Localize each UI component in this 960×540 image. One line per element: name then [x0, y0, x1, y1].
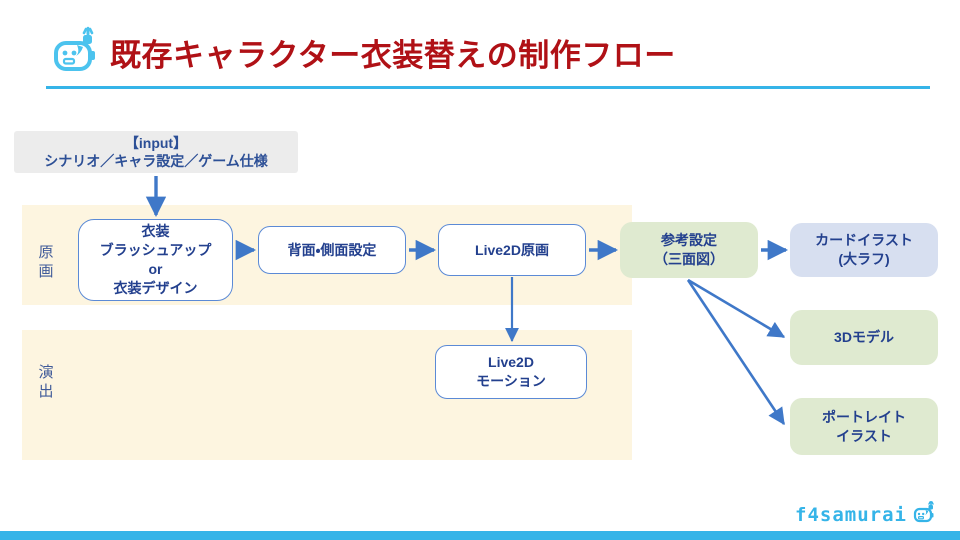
page-title: 既存キャラクター衣装替えの制作フロー	[110, 38, 676, 73]
arrow-reference-to-3d-model	[687, 278, 786, 339]
footer-logo-text: f4samurai	[795, 504, 907, 526]
node-costume-brushup[interactable]: 衣装 ブラッシュアップ or 衣装デザイン	[78, 219, 233, 301]
node-line-1: 3Dモデル	[834, 329, 894, 345]
node-3d-model[interactable]: 3Dモデル	[790, 310, 938, 365]
node-line-2: イラスト	[836, 427, 892, 444]
swimlane-label-genga: 原画	[38, 244, 54, 280]
node-line-2: モーション	[476, 373, 546, 389]
swimlane-label-enshutsu: 演出	[38, 364, 54, 400]
input-chip: 【input】 シナリオ／キャラ設定／ゲーム仕様	[14, 131, 298, 173]
node-line-2: (大ラフ)	[838, 251, 890, 267]
input-chip-line1: 【input】	[124, 134, 188, 151]
input-chip-line2: シナリオ／キャラ設定／ゲーム仕様	[44, 152, 268, 169]
footer-logo: f4samurai	[795, 500, 938, 530]
node-line-2: ブラッシュアップ	[99, 242, 212, 258]
node-reference-settings[interactable]: 参考設定 （三面図）	[620, 222, 758, 278]
robot-mascot-icon	[48, 26, 104, 82]
node-line-2: （三面図）	[654, 251, 724, 267]
node-line-1: カードイラスト	[815, 232, 913, 248]
node-line-4: 衣装デザイン	[113, 280, 198, 296]
node-line-1: Live2D	[488, 354, 534, 370]
arrow-reference-to-portrait	[686, 279, 786, 426]
header-divider	[46, 86, 930, 89]
footer-accent-bar	[0, 531, 960, 540]
node-live2d-keyart[interactable]: Live2D原画	[438, 224, 586, 276]
node-line-3: or	[148, 261, 163, 277]
node-line-1: 衣装	[141, 223, 170, 239]
node-line-1: 参考設定	[661, 232, 717, 248]
node-back-side-settings[interactable]: 背面・側面設定	[258, 226, 406, 274]
node-portrait-illustration[interactable]: ポートレイト イラスト	[790, 398, 938, 455]
node-live2d-motion[interactable]: Live2D モーション	[435, 345, 587, 399]
node-card-illustration[interactable]: カードイラスト (大ラフ)	[790, 223, 938, 277]
robot-mascot-icon	[912, 500, 938, 530]
node-line-1: 背面・側面設定	[287, 241, 377, 258]
node-line-1: ポートレイト	[822, 408, 906, 425]
node-line-1: Live2D原画	[475, 241, 549, 258]
